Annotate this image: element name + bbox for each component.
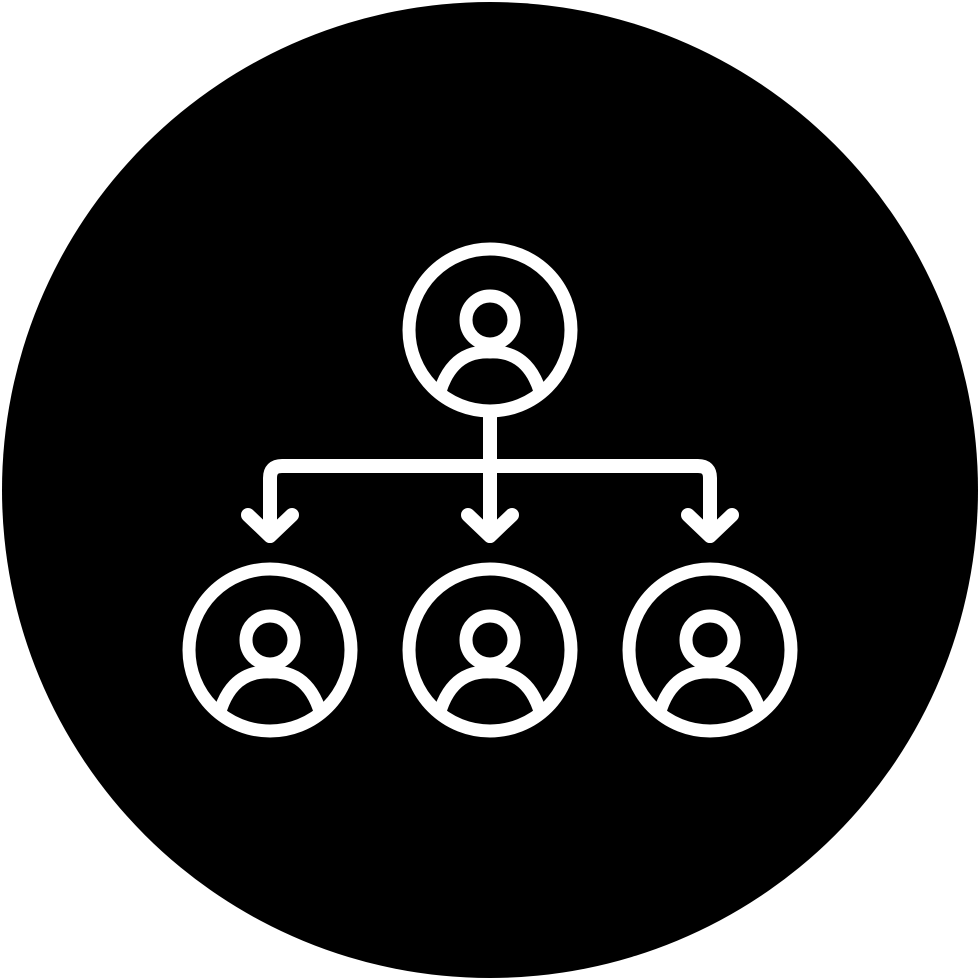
user-icon	[429, 609, 551, 730]
arrow-down-icon	[241, 508, 299, 543]
arrow-down-icon	[461, 508, 519, 543]
hierarchy-connectors	[241, 409, 739, 543]
user-icon	[649, 609, 771, 730]
child-user-node	[182, 562, 358, 738]
parent-user-node	[402, 242, 578, 418]
branch-line	[263, 459, 717, 540]
child-user-node	[622, 562, 798, 738]
user-icon	[429, 289, 551, 410]
node-ring	[402, 562, 578, 738]
user-icon	[209, 609, 331, 730]
node-ring	[182, 562, 358, 738]
node-ring	[622, 562, 798, 738]
node-ring	[402, 242, 578, 418]
arrow-down-icon	[681, 508, 739, 543]
child-user-node	[402, 562, 578, 738]
